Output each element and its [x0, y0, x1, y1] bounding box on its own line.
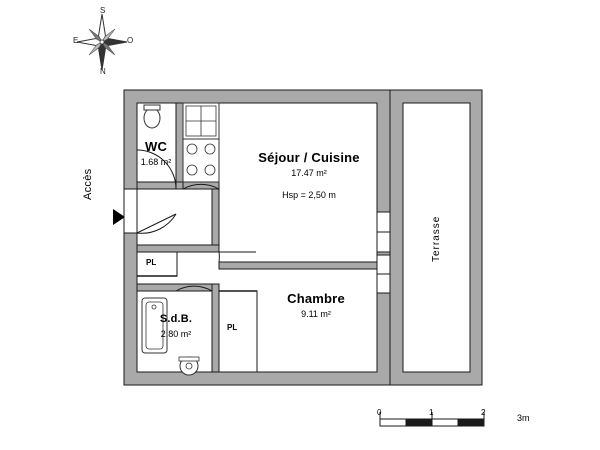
compass-label-bottom: N: [100, 67, 106, 76]
closets: [136, 251, 258, 373]
scale-tick-1: 1: [429, 408, 434, 417]
closet-label-bottom: PL: [227, 323, 238, 332]
compass-label-left: E: [73, 36, 79, 45]
room-area-sejour: 17.47 m²: [291, 168, 327, 179]
compass-label-top: S: [100, 6, 106, 15]
terrace-label: Terrasse: [431, 215, 442, 262]
scale-bar: 0 1 2 3m: [376, 408, 536, 438]
room-area-chambre: 9.11 m²: [301, 309, 331, 320]
room-label-chambre: Chambre 9.11 m²: [256, 291, 376, 321]
compass-star-icon: [76, 13, 128, 71]
compass-rose: S N E O: [70, 6, 134, 78]
room-name-sejour: Séjour / Cuisine: [258, 150, 360, 165]
scale-tick-2: 2: [481, 408, 486, 417]
bathroom-fixtures: [141, 297, 200, 376]
interior-partitions: [136, 102, 378, 373]
terrace-outline: [402, 102, 471, 373]
room-name-chambre: Chambre: [287, 291, 345, 306]
room-area-sdb: 2.80 m²: [160, 328, 192, 339]
room-ceiling-height-sejour: Hsp = 2,50 m: [282, 189, 336, 200]
access-arrow-icon: [113, 209, 125, 225]
room-label-sdb: S.d.B. 2.80 m²: [143, 313, 209, 340]
room-label-wc: WC 1.68 m²: [128, 139, 184, 169]
scale-end-label: 3m: [517, 413, 530, 423]
compass-label-right: O: [127, 36, 134, 45]
scale-tick-0: 0: [377, 408, 382, 417]
room-area-wc: 1.68 m²: [140, 157, 172, 168]
closet-label-top: PL: [146, 258, 157, 267]
scale-bar-graphic: [379, 412, 485, 427]
wc-fixtures: [143, 104, 161, 129]
room-name-wc: WC: [144, 139, 168, 154]
room-name-sdb: S.d.B.: [159, 313, 193, 325]
kitchen-fixtures: [182, 102, 220, 183]
room-label-sejour: Séjour / Cuisine 17.47 m² Hsp = 2,50 m: [224, 150, 394, 201]
windows: [123, 188, 391, 294]
